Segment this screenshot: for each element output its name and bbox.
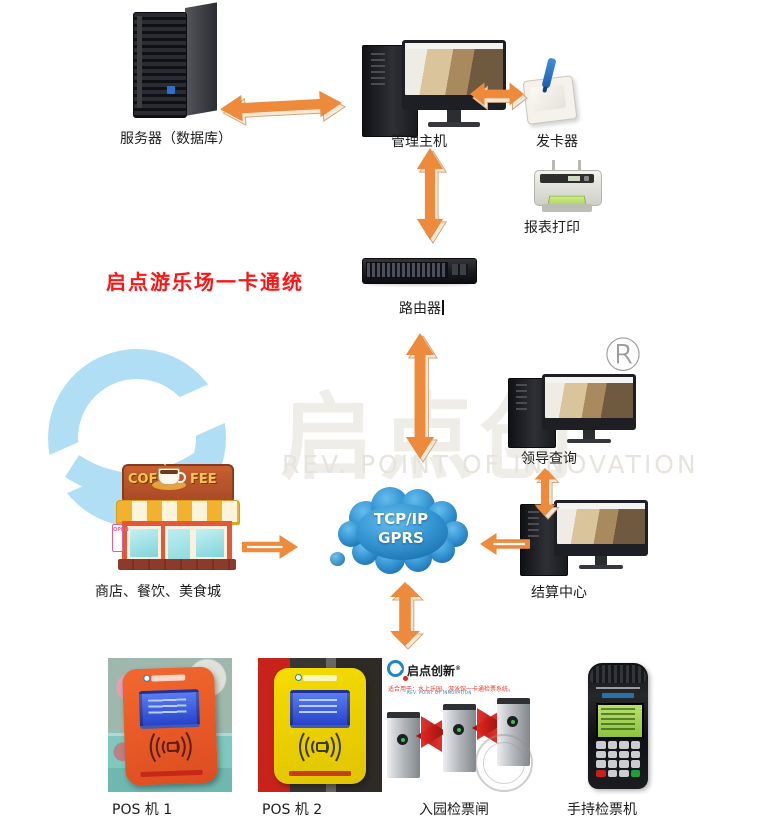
report-printer-label: 报表打印 — [524, 220, 580, 236]
rfid-wave-icon — [299, 732, 341, 762]
pos1-lcd — [138, 688, 201, 730]
arrow-router-cloud — [405, 333, 438, 463]
pos2-label: POS 机 2 — [262, 802, 323, 818]
pos2-photo — [258, 658, 382, 792]
watermark-registered-mark: ® — [600, 328, 646, 382]
entry-gate-photo: 启点创新® REV. POINT OF INNOVATION 适合用于：水上乐园… — [385, 658, 535, 792]
handheld-checker-photo — [555, 660, 685, 792]
card-issuer-icon — [522, 57, 581, 125]
watermark-tagline: REV. POINT OF INNOVATION — [282, 450, 699, 479]
handheld-keypad — [596, 741, 640, 777]
diagram-title: 启点游乐场一卡通统 — [106, 270, 304, 294]
settlement-center-label: 结算中心 — [531, 585, 587, 601]
gate-q-logo-icon — [387, 660, 408, 681]
shop-sign-left: COF — [128, 472, 158, 487]
pos2-lcd — [290, 690, 350, 728]
rfid-wave-icon — [149, 731, 192, 763]
settlement-center-pc-icon — [520, 500, 650, 576]
arrow-server-host — [219, 89, 347, 127]
pos1-label: POS 机 1 — [112, 802, 173, 818]
arrow-settlement-cloud — [480, 532, 530, 556]
gate-brand: 启点创新® REV. POINT OF INNOVATION — [387, 660, 472, 698]
gate-red-note: 适合用于：水上乐园、游泳馆一卡通检票系统。 — [388, 686, 515, 693]
handheld-screen — [596, 703, 644, 739]
turnstile-pedestal — [443, 704, 476, 772]
leader-query-label: 领导查询 — [521, 451, 577, 467]
turnstile-pedestal — [387, 712, 420, 778]
arrow-leader-settlement — [534, 468, 560, 520]
shops-label: 商店、餐饮、美食城 — [95, 584, 221, 600]
card-issuer-label: 发卡器 — [536, 134, 578, 150]
pos2-device-icon — [274, 668, 366, 784]
arrow-cloud-terminals — [390, 582, 425, 650]
arrow-host-issuer — [470, 82, 528, 111]
shop-open-sign: OPEN — [112, 524, 129, 552]
arrow-host-router — [416, 148, 448, 244]
text-cursor — [442, 300, 444, 315]
server-label: 服务器（数据库） — [120, 131, 232, 147]
server-icon — [133, 2, 225, 120]
pos1-device-icon — [122, 666, 218, 786]
router-icon — [362, 252, 477, 290]
handheld-checker-label: 手持检票机 — [567, 802, 637, 818]
handheld-device-icon — [588, 663, 648, 789]
coffee-shop-icon: COF FEE OPEN — [112, 457, 242, 572]
gate-watermark-stamp — [475, 734, 533, 792]
management-host-label: 管理主机 — [391, 134, 447, 150]
router-label: 路由器 — [399, 298, 444, 318]
pos1-photo — [108, 658, 232, 792]
printer-icon — [534, 160, 602, 216]
shop-sign-right: FEE — [190, 472, 217, 487]
entry-gate-label: 入园检票闸 — [419, 802, 489, 818]
cloud-bubble — [330, 552, 345, 566]
leader-query-pc-icon — [508, 374, 638, 448]
arrow-shop-cloud — [242, 534, 298, 560]
